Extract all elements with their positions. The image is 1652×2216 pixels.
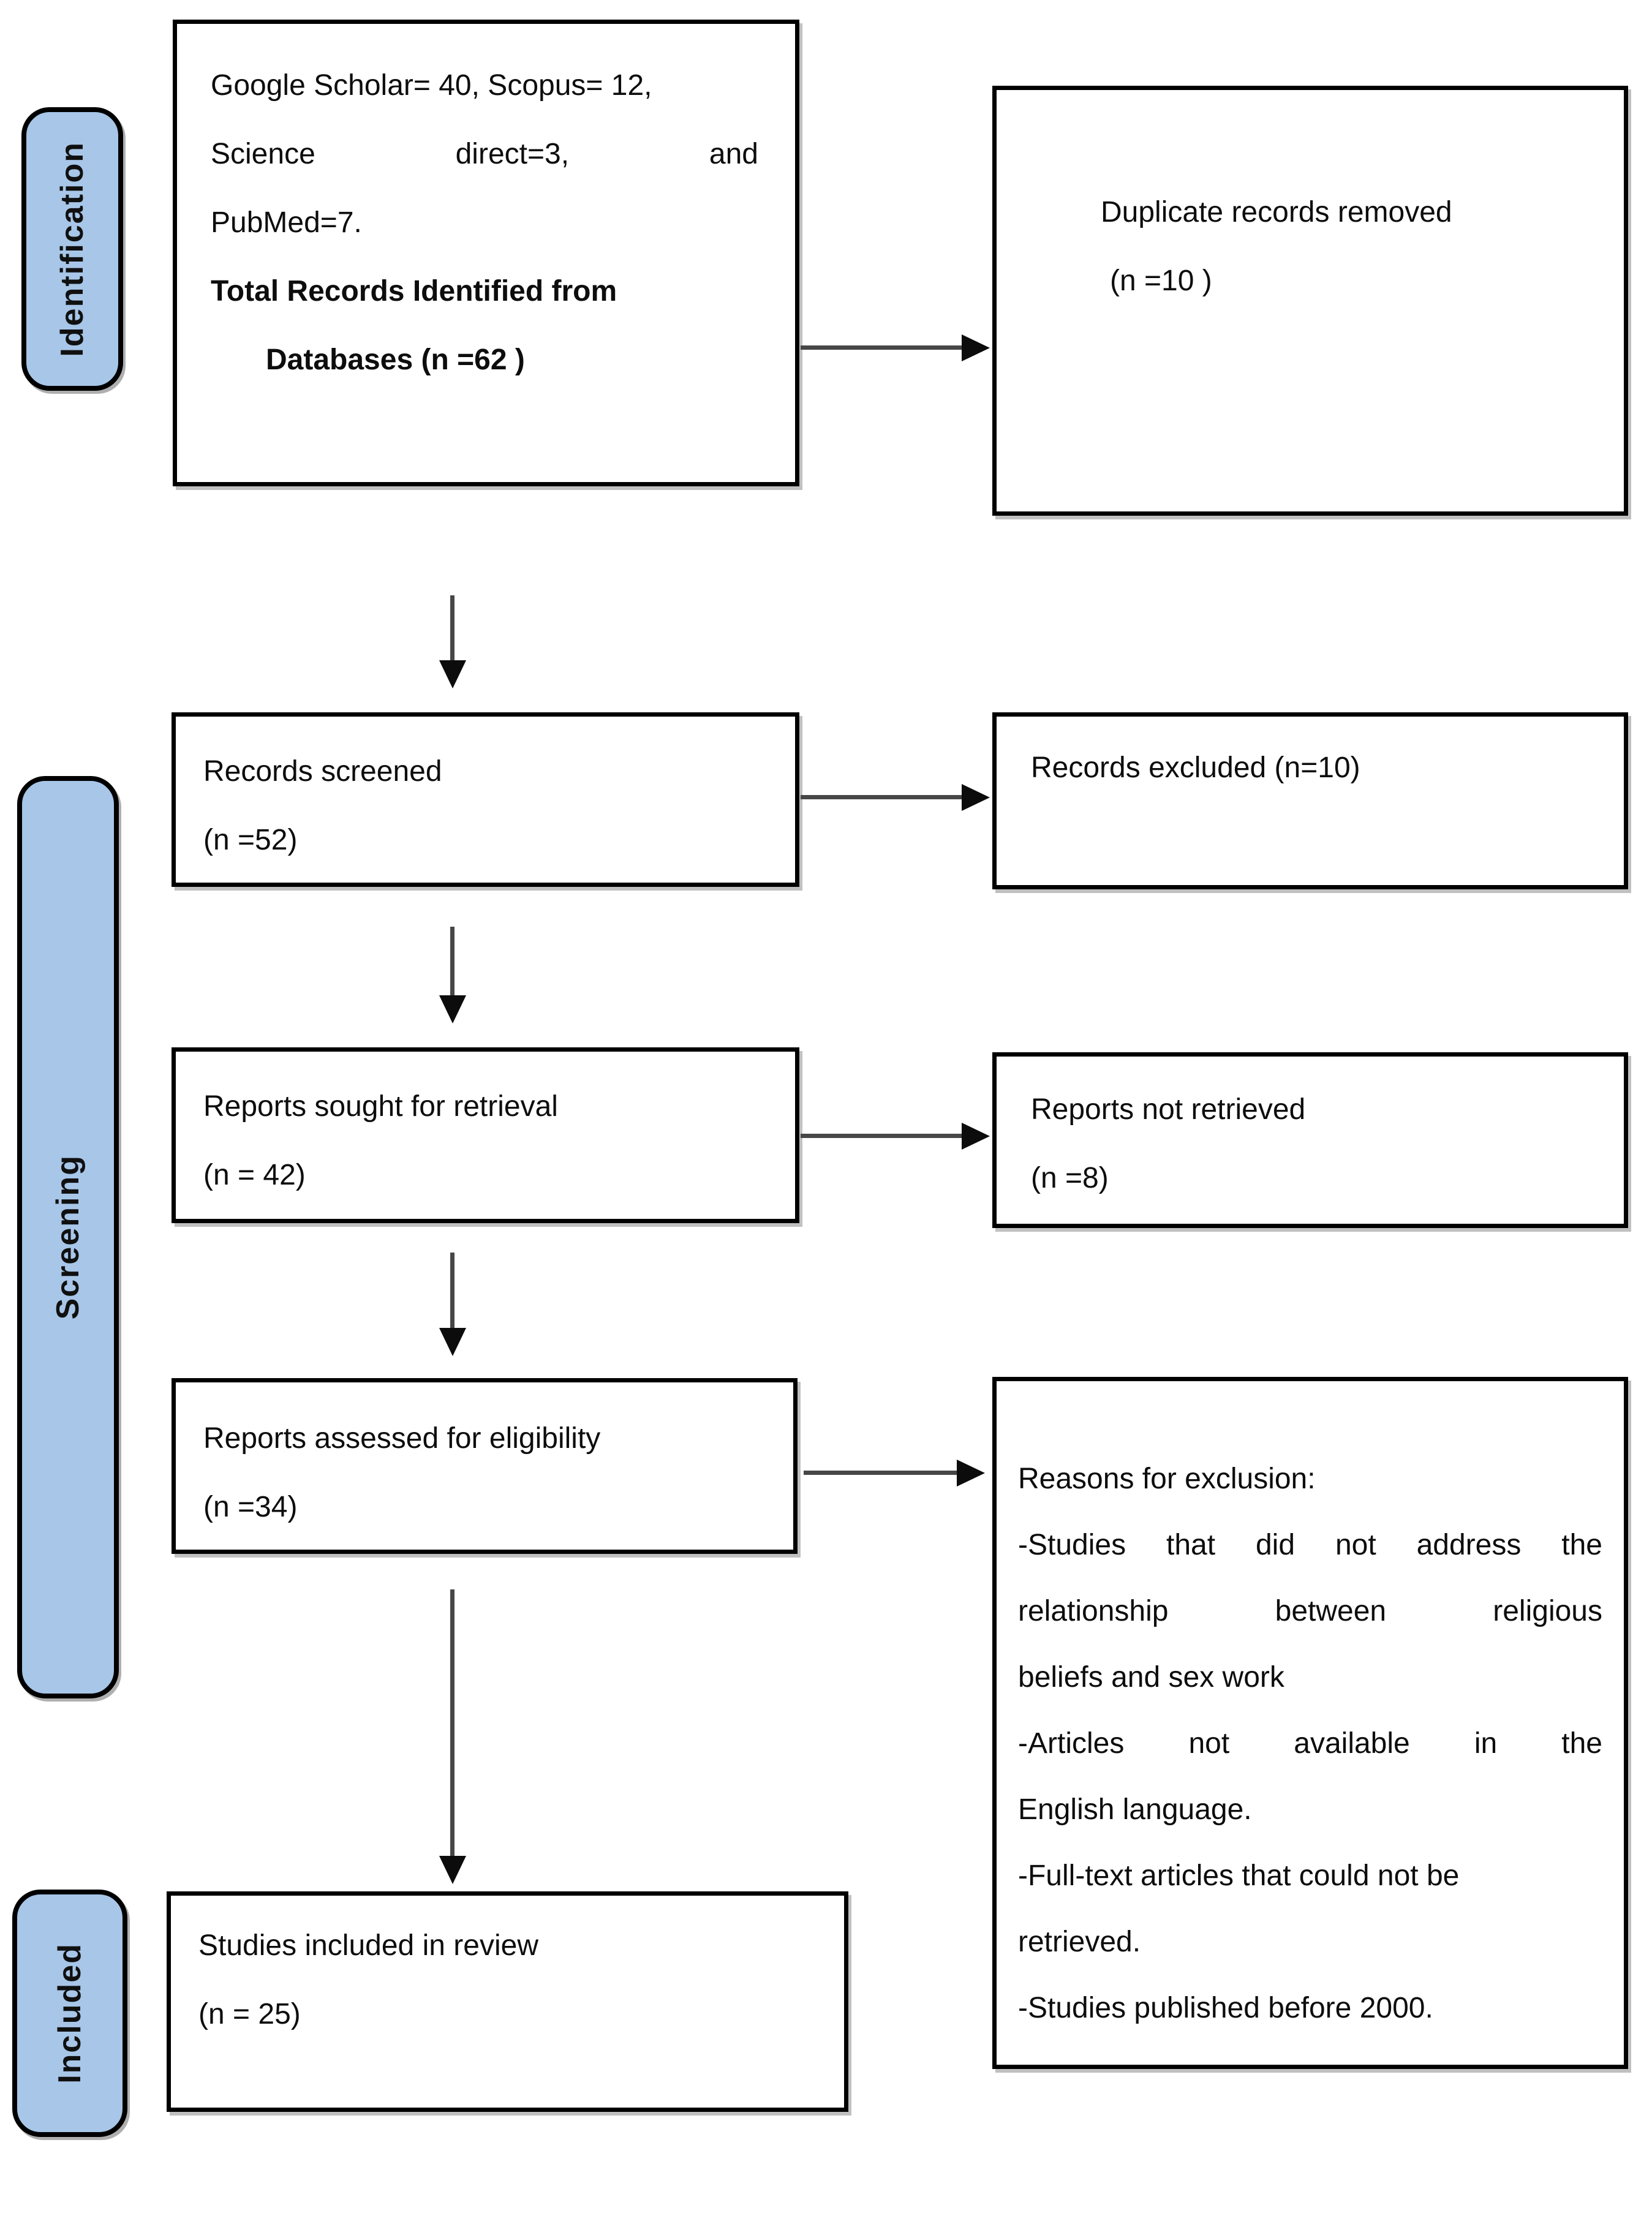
reasons-line-7: -Full-text articles that could not be [1018, 1860, 1460, 1892]
box-reports-assessed: Reports assessed for eligibility (n =34) [172, 1378, 798, 1554]
assessed-line-1: Reports assessed for eligibility [203, 1422, 601, 1455]
stage-label-screening: Screening [17, 776, 119, 1698]
stage-label-included: Included [12, 1890, 127, 2137]
arrow-down-icon [439, 660, 466, 688]
arrow-screened-to-excluded-line [801, 795, 962, 799]
arrow-assessed-to-reasons-line [804, 1471, 957, 1475]
screened-line-2: (n =52) [203, 824, 298, 856]
sought-line-2: (n = 42) [203, 1159, 306, 1191]
arrow-right-icon [957, 1460, 985, 1487]
identified-line-1: Google Scholar= 40, Scopus= 12, [211, 69, 652, 102]
identified-line-3: PubMed=7. [211, 206, 362, 239]
reasons-line-4: beliefs and sex work [1018, 1661, 1284, 1694]
reasons-line-2: -Studies that did not address the [1018, 1529, 1602, 1561]
arrow-assessed-to-included-line [450, 1589, 454, 1856]
sought-line-1: Reports sought for retrieval [203, 1090, 558, 1123]
reasons-line-3: relationship between religious [1018, 1595, 1602, 1627]
arrow-down-icon [439, 1856, 466, 1884]
stage-label-identification: Identification [21, 107, 123, 391]
excluded-line-1: Records excluded (n=10) [1031, 752, 1360, 784]
box-records-excluded: Records excluded (n=10) [992, 712, 1628, 889]
reasons-line-9: -Studies published before 2000. [1018, 1992, 1433, 2024]
arrow-down-icon [439, 995, 466, 1023]
arrow-down-icon [439, 1328, 466, 1356]
reasons-line-1: Reasons for exclusion: [1018, 1463, 1316, 1495]
arrow-right-icon [962, 1123, 990, 1150]
included-line-2: (n = 25) [198, 1998, 301, 2030]
assessed-line-2: (n =34) [203, 1491, 298, 1523]
screened-line-1: Records screened [203, 755, 442, 788]
duplicates-line-2: (n =10 ) [1110, 265, 1212, 297]
box-reports-not-retrieved: Reports not retrieved (n =8) [992, 1052, 1628, 1228]
included-line-1: Studies included in review [198, 1929, 538, 1962]
stage-label-included-text: Included [52, 1943, 88, 2084]
not-retrieved-line-1: Reports not retrieved [1031, 1093, 1306, 1126]
identified-line-2-word-2: direct=3, [455, 138, 570, 170]
box-reasons-for-exclusion: Reasons for exclusion: -Studies that did… [992, 1377, 1628, 2069]
arrow-right-icon [962, 784, 990, 811]
identified-line-5: Databases (n =62 ) [266, 344, 525, 376]
box-records-identified: Google Scholar= 40, Scopus= 12, Science … [173, 20, 799, 486]
reasons-line-5: -Articles not available in the [1018, 1727, 1602, 1760]
stage-label-screening-text: Screening [50, 1155, 86, 1320]
arrow-sought-to-assessed-line [450, 1253, 454, 1328]
identified-line-2-word-1: Science [211, 138, 315, 170]
box-studies-included: Studies included in review (n = 25) [167, 1891, 848, 2112]
identified-line-4: Total Records Identified from [211, 275, 617, 307]
box-reports-sought: Reports sought for retrieval (n = 42) [172, 1047, 799, 1223]
arrow-identified-to-screened-line [450, 595, 454, 660]
reasons-line-8: retrieved. [1018, 1926, 1141, 1958]
duplicates-line-1: Duplicate records removed [1101, 196, 1452, 228]
reasons-line-6: English language. [1018, 1793, 1252, 1826]
box-records-screened: Records screened (n =52) [172, 712, 799, 887]
stage-label-identification-text: Identification [55, 141, 90, 357]
box-duplicates-removed: Duplicate records removed (n =10 ) [992, 86, 1628, 516]
arrow-right-icon [962, 334, 990, 361]
arrow-identified-to-duplicates-line [801, 345, 962, 350]
identified-line-2: Science direct=3, and [211, 120, 758, 189]
identified-line-2-word-3: and [709, 138, 758, 170]
arrow-screened-to-sought-line [450, 927, 454, 995]
not-retrieved-line-2: (n =8) [1031, 1162, 1109, 1194]
arrow-sought-to-notretrieved-line [801, 1134, 962, 1138]
